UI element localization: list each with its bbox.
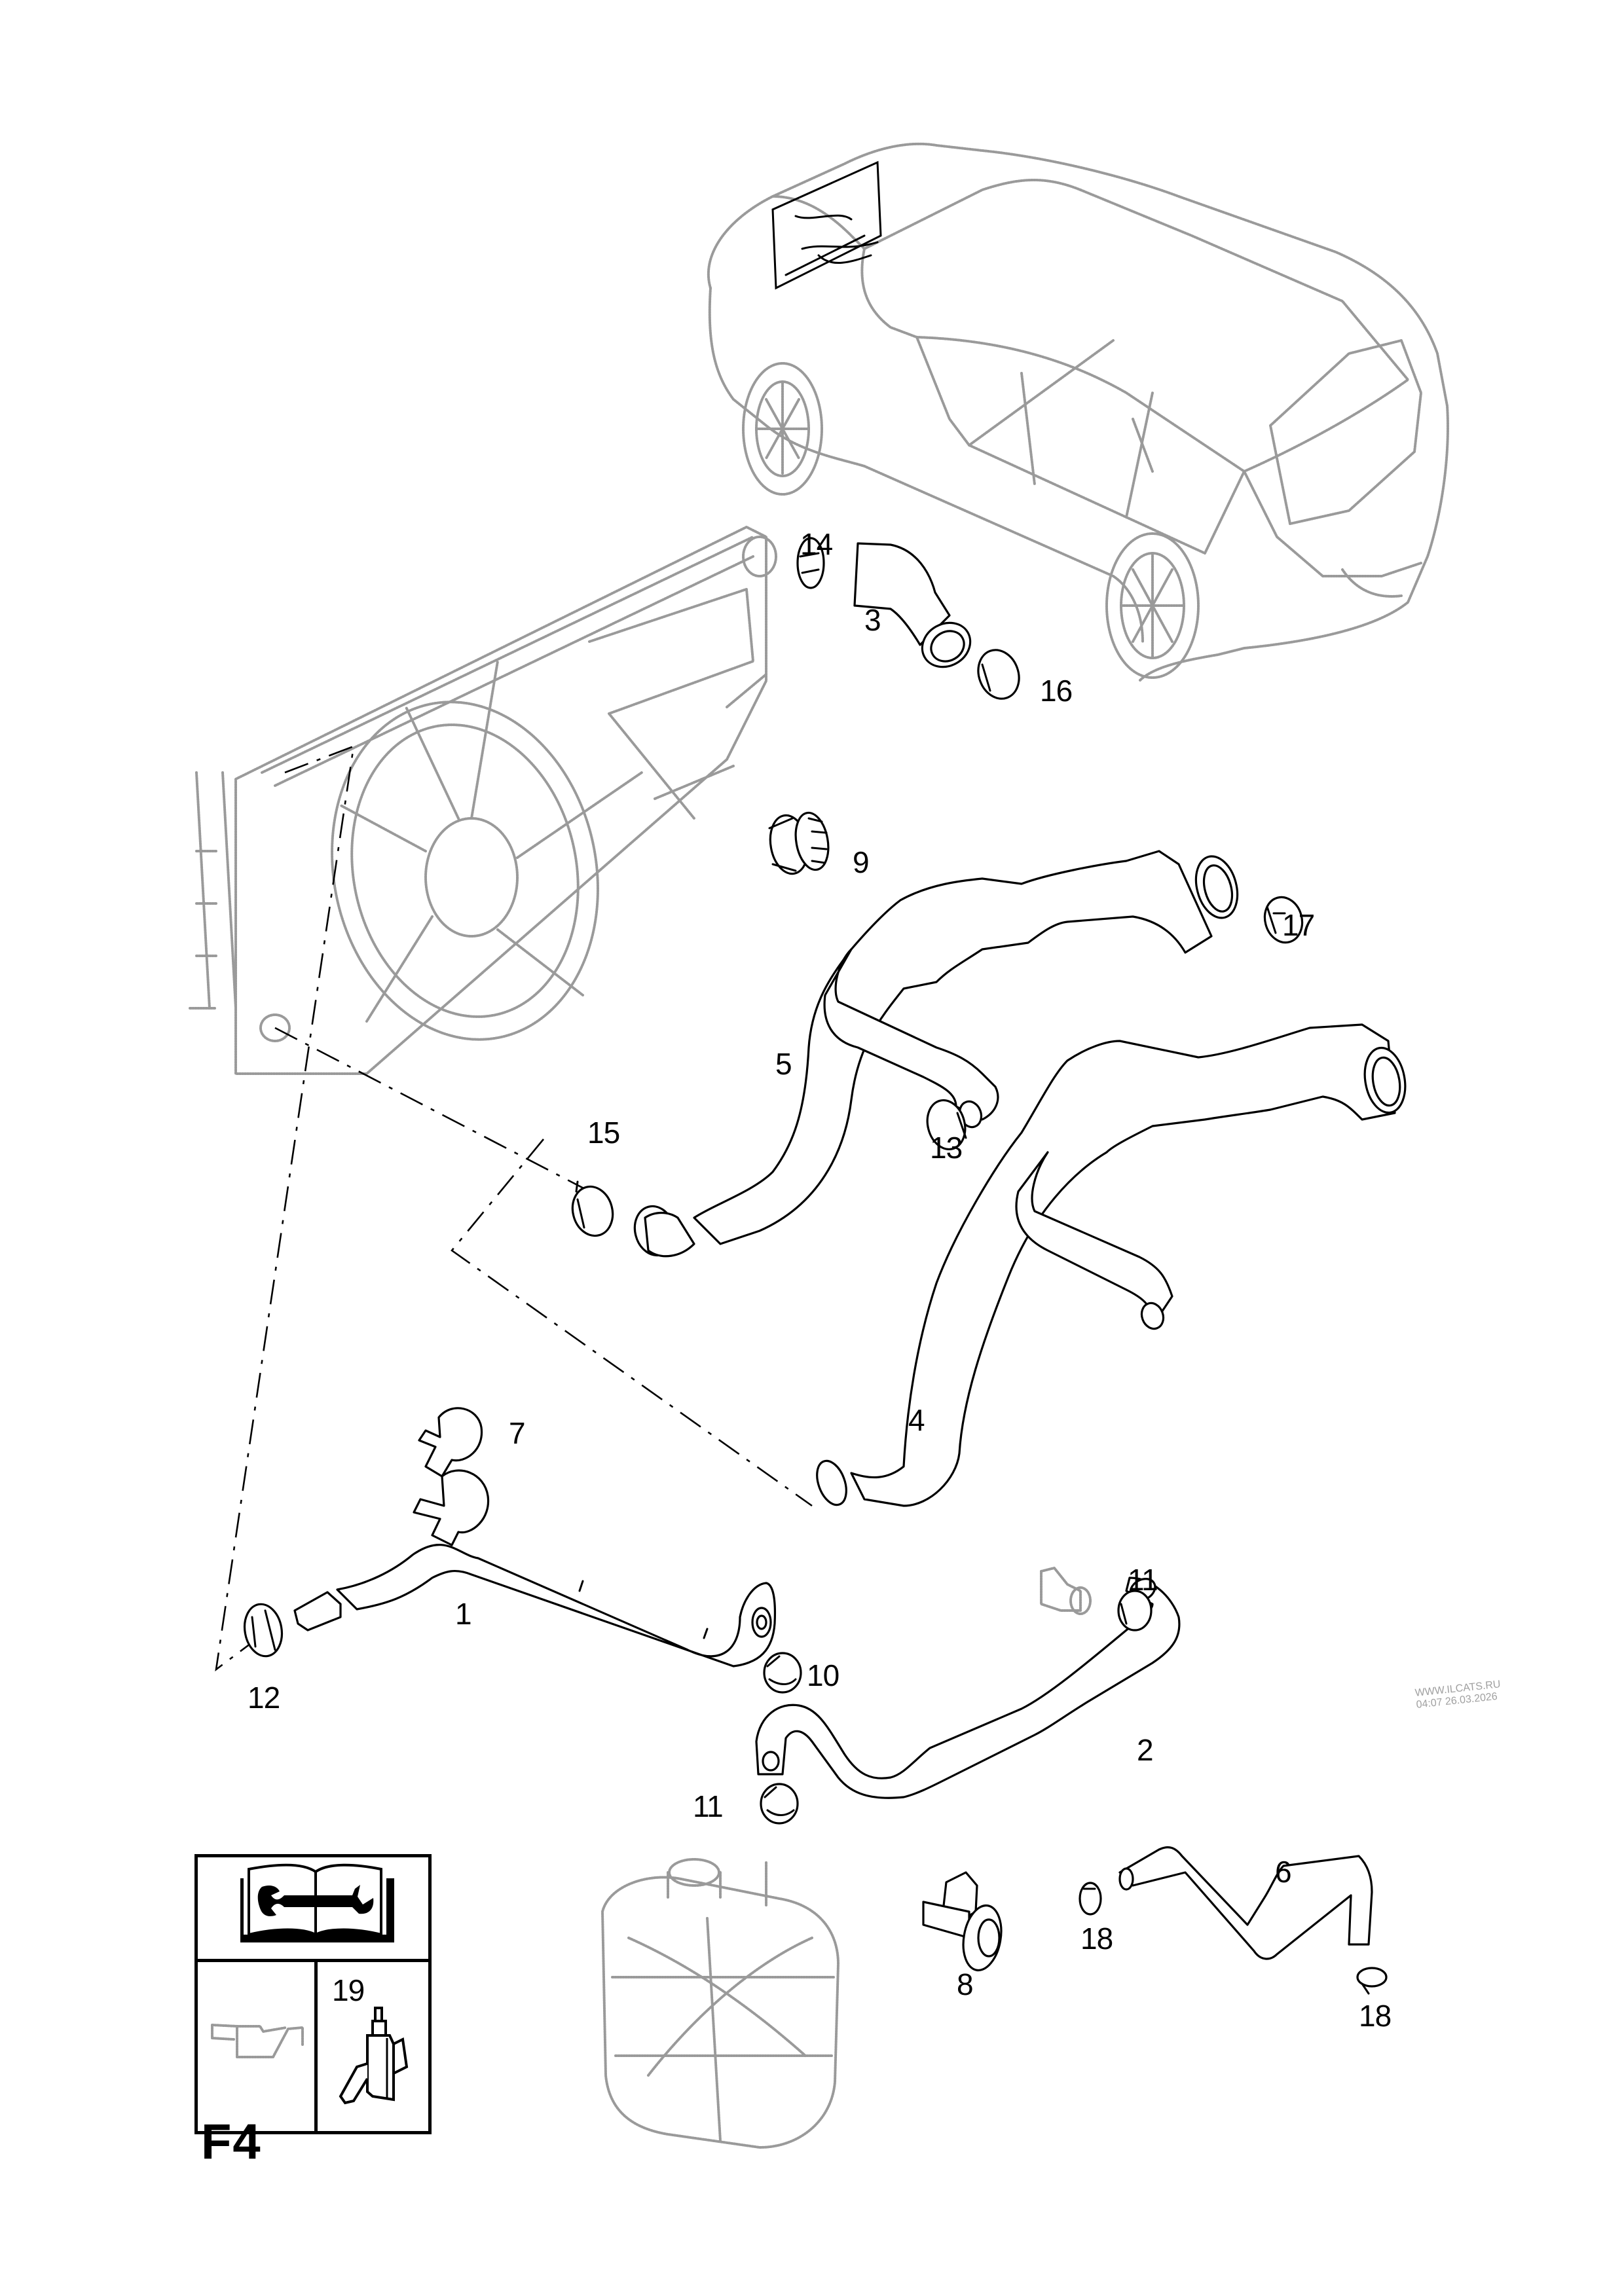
- hose-3: [853, 542, 972, 668]
- clamp-9: [768, 811, 830, 875]
- clamp-16: [977, 649, 1020, 700]
- hose-4: [816, 1023, 1407, 1507]
- expansion-tank-outline: [601, 1858, 840, 2149]
- callout-7[interactable]: 7: [509, 1416, 526, 1450]
- callout-16[interactable]: 16: [1040, 674, 1073, 708]
- oil-can-icon: [211, 2024, 304, 2058]
- callout-18-left[interactable]: 18: [1080, 1922, 1113, 1956]
- radiator-outline: [189, 526, 777, 1075]
- connector-8: [922, 1871, 1003, 1972]
- callout-15[interactable]: 15: [587, 1116, 620, 1150]
- callout-13[interactable]: 13: [930, 1131, 963, 1165]
- callout-4[interactable]: 4: [908, 1403, 925, 1437]
- fitting-ghost: [1040, 1567, 1092, 1615]
- bracket-7: [413, 1407, 490, 1546]
- callout-12[interactable]: 12: [248, 1681, 280, 1715]
- callout-18-right[interactable]: 18: [1359, 1999, 1392, 2033]
- sealant-bottle-icon: [339, 2007, 409, 2105]
- leader-lines: [215, 744, 813, 1671]
- callout-2[interactable]: 2: [1137, 1733, 1154, 1767]
- callout-1[interactable]: 1: [455, 1597, 472, 1631]
- callout-5[interactable]: 5: [775, 1047, 792, 1081]
- clamp-18-right: [1356, 1967, 1388, 1995]
- legend-item-19[interactable]: 19: [332, 1973, 365, 2007]
- clamp-11-lower: [760, 1783, 799, 1825]
- legend-oil-cell: [198, 1962, 318, 2131]
- callout-11-lower[interactable]: 11: [693, 1789, 724, 1823]
- clamp-18-left: [1079, 1882, 1102, 1916]
- legend-sealant-cell: 19: [318, 1962, 429, 2131]
- callout-14[interactable]: 14: [800, 527, 833, 561]
- clamp-13: [926, 1099, 967, 1151]
- figure-code: F4: [201, 2114, 262, 2170]
- callout-10[interactable]: 10: [807, 1658, 840, 1692]
- callout-9[interactable]: 9: [853, 845, 870, 879]
- clamp-12: [243, 1603, 284, 1658]
- hose-1: [293, 1544, 777, 1667]
- clamp-14: [796, 537, 825, 589]
- clamp-11-upper: [1117, 1590, 1153, 1631]
- callout-17[interactable]: 17: [1282, 908, 1315, 942]
- clamp-10: [763, 1652, 802, 1694]
- vehicle-outline: [707, 142, 1449, 682]
- callout-11-upper[interactable]: 11: [1128, 1563, 1158, 1597]
- hose-6: [1118, 1846, 1373, 1960]
- callout-8[interactable]: 8: [957, 1967, 974, 2001]
- callout-3[interactable]: 3: [864, 603, 881, 637]
- repair-manual-icon: [240, 1863, 394, 1942]
- legend-repair-manual-cell: [198, 1857, 428, 1962]
- clamp-15: [571, 1180, 614, 1237]
- legend-box: 19: [194, 1854, 432, 2134]
- callout-6[interactable]: 6: [1275, 1855, 1292, 1889]
- clamp-17: [1263, 896, 1304, 944]
